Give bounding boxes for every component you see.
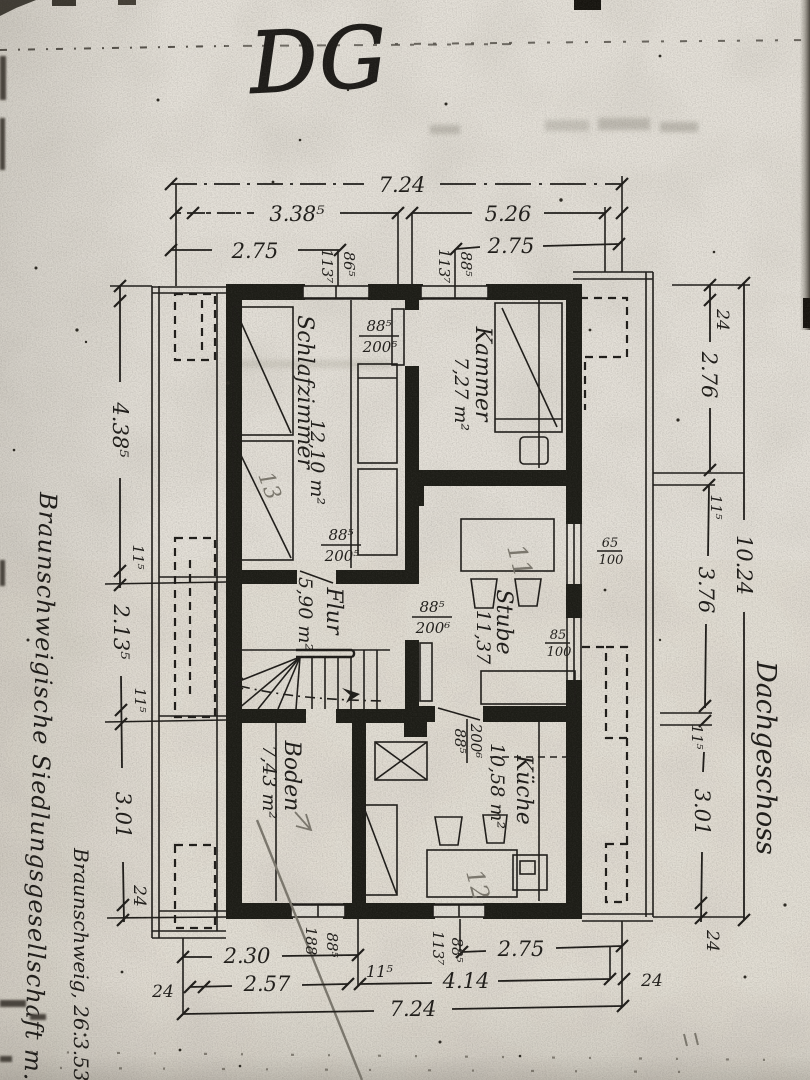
film-grain [0,0,810,1080]
scanned-floor-plan-sheet: DG Braunschweigische Siedlungsgesellscha… [0,0,810,1080]
